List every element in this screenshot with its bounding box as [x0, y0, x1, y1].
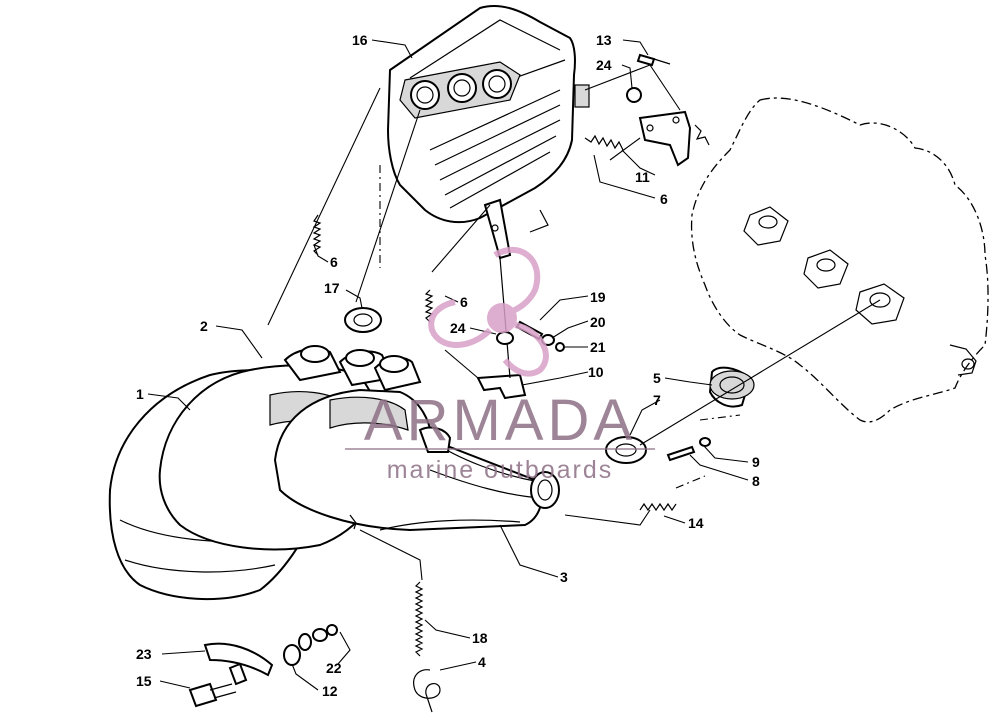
exhaust-coupler: [708, 366, 755, 408]
part-label-1: 1: [136, 386, 144, 402]
part-label-23: 23: [136, 646, 152, 662]
part-label-4: 4: [478, 654, 486, 670]
expansion-chamber: [108, 345, 560, 601]
part-label-3: 3: [560, 569, 568, 585]
part-label-6-left: 6: [330, 254, 338, 270]
part-label-16: 16: [352, 32, 368, 48]
part-label-18: 18: [472, 630, 488, 646]
part-label-8: 8: [752, 473, 760, 489]
exhaust-gasket: [605, 436, 647, 464]
mounting-bracket-upper: [626, 53, 710, 167]
grommet: [344, 307, 382, 333]
part-label-11: 11: [635, 169, 650, 185]
part-label-20: 20: [590, 314, 606, 330]
leader-lines: [147, 39, 881, 691]
part-label-12: 12: [322, 683, 338, 699]
part-label-6-upper: 6: [660, 191, 668, 207]
part-label-22: 22: [326, 660, 342, 676]
part-label-24-top: 24: [596, 57, 612, 73]
part-label-24-center: 24: [450, 320, 466, 336]
part-label-19: 19: [590, 289, 606, 305]
part-label-7: 7: [653, 392, 661, 408]
part-label-14: 14: [688, 515, 704, 531]
spring-outlet: [639, 502, 677, 512]
hook-clip: [413, 669, 441, 713]
spring-center: [424, 289, 434, 323]
watermark-tagline: marine outboards: [387, 456, 614, 484]
engine-block-outline: [690, 97, 989, 423]
part-label-15: 15: [136, 673, 152, 689]
part-label-2: 2: [200, 318, 208, 334]
air-silencer-box: [386, 4, 590, 233]
spring-upper-right: [584, 134, 624, 151]
part-label-17: 17: [324, 280, 340, 296]
part-labels: 16 13 24 11 6 6 17 6 2 24 19 20 21 10 1 …: [136, 32, 760, 699]
part-label-6-center: 6: [460, 294, 468, 310]
part-label-5: 5: [653, 370, 661, 386]
watermark-brand: ARMADA: [364, 388, 636, 453]
part-label-10: 10: [588, 364, 604, 380]
spring-left: [312, 214, 322, 256]
armada-watermark: ARMADA marine outboards: [345, 247, 655, 484]
bolt-washer-right: [666, 437, 711, 462]
support-bracket-lower: [476, 198, 527, 400]
part-label-9: 9: [752, 454, 760, 470]
part-label-13: 13: [596, 32, 612, 48]
armada-propeller-logo: [428, 247, 549, 377]
hardware-cluster-bottom: [188, 624, 338, 708]
spring-long-bottom: [414, 581, 424, 657]
part-label-21: 21: [590, 339, 606, 355]
